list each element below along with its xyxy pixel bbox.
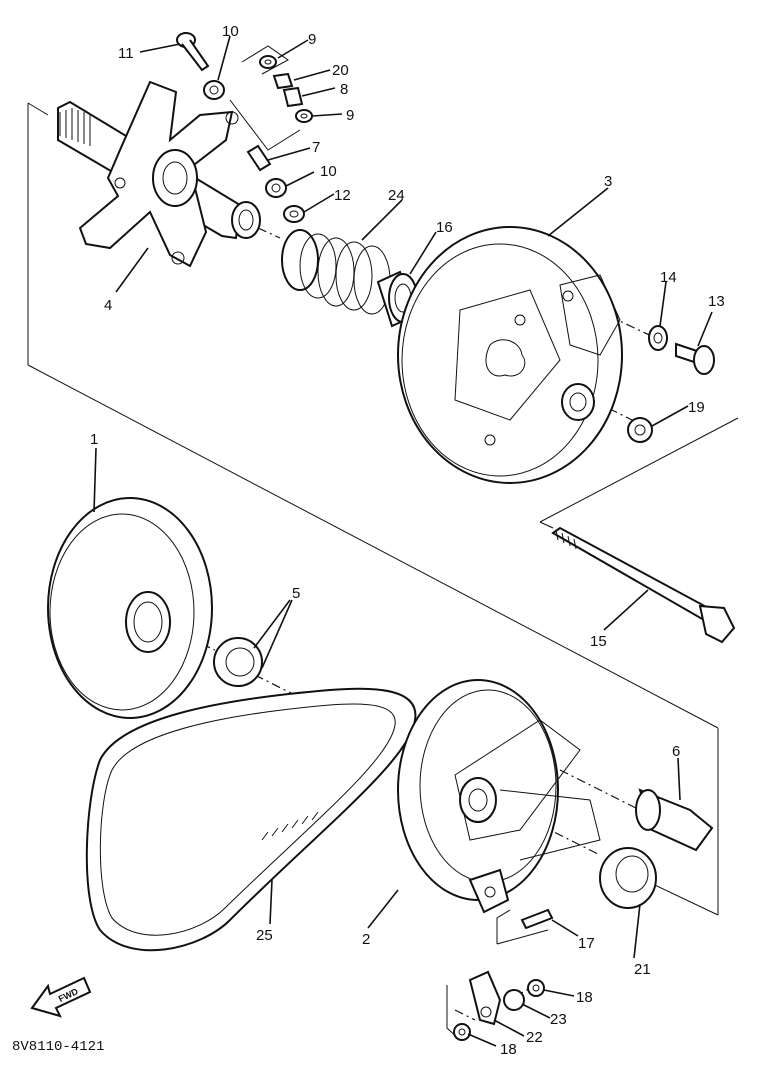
callout-17: 17 [578,935,595,952]
callout-16: 16 [436,219,453,236]
fixed-sheave-1 [47,497,213,719]
callout-2: 2 [362,931,370,948]
callout-1: 1 [90,431,98,448]
callout-21: 20 [332,62,349,79]
callout-13: 13 [708,293,725,310]
callout-19: 19 [688,399,705,416]
washer-9-upper [259,55,277,69]
callout-22: 22 [526,1029,543,1046]
callout-20: 21 [634,961,651,978]
washer-14 [648,325,668,351]
callout-15: 15 [590,633,607,650]
roller-23 [503,989,525,1011]
oil-seal-20 [599,847,657,909]
washer-18-left [453,1023,471,1041]
callout-9-upper: 9 [308,31,316,48]
callout-labels: 11 10 9 20 8 9 7 10 12 24 16 3 4 14 13 1… [90,23,725,1058]
collar-10-upper [203,80,225,100]
roller-8 [282,86,304,108]
callout-18-right: 18 [576,989,593,1006]
callout-7: 7 [312,139,320,156]
bolt-11 [176,32,210,72]
pin-21 [272,72,294,90]
drawing-code: 8V8110-4121 [12,1039,104,1055]
fwd-arrow-icon: FWD [30,976,92,1018]
nut-12 [283,205,305,223]
sliding-sheave-2 [397,679,601,914]
long-bolt-15 [551,526,736,644]
callout-25: 25 [256,927,273,944]
callout-10-lower: 10 [320,163,337,180]
bolt-13 [675,342,715,375]
callout-4: 4 [104,297,112,314]
leader-lines [93,35,713,1047]
callout-5: 5 [292,585,300,602]
callout-6: 6 [672,743,680,760]
pin-17 [520,908,554,930]
washer-19 [627,417,653,443]
callout-14: 14 [660,269,677,286]
washer-9-lower [295,109,313,123]
callout-11: 11 [118,45,134,62]
callout-12: 12 [334,187,351,204]
washer-18-right [527,979,545,997]
callout-3: 3 [604,173,612,190]
boundary-lines [27,45,739,1041]
callout-9-lower: 9 [346,107,354,124]
spring-24 [281,229,391,315]
callout-23: 23 [550,1011,567,1028]
collar-6 [635,788,714,852]
collar-10-lower [265,178,287,198]
callout-18-left: 18 [500,1041,517,1058]
drive-belt-25 [85,687,417,952]
seal-5 [213,637,263,687]
callout-10-upper: 10 [222,23,239,40]
primary-cover-3 [397,226,623,484]
callout-24: 24 [388,187,405,204]
callout-8: 8 [340,81,348,98]
primary-shaft-spider [57,80,261,268]
pin-7 [246,144,272,172]
weight-arm-22 [468,970,502,1026]
